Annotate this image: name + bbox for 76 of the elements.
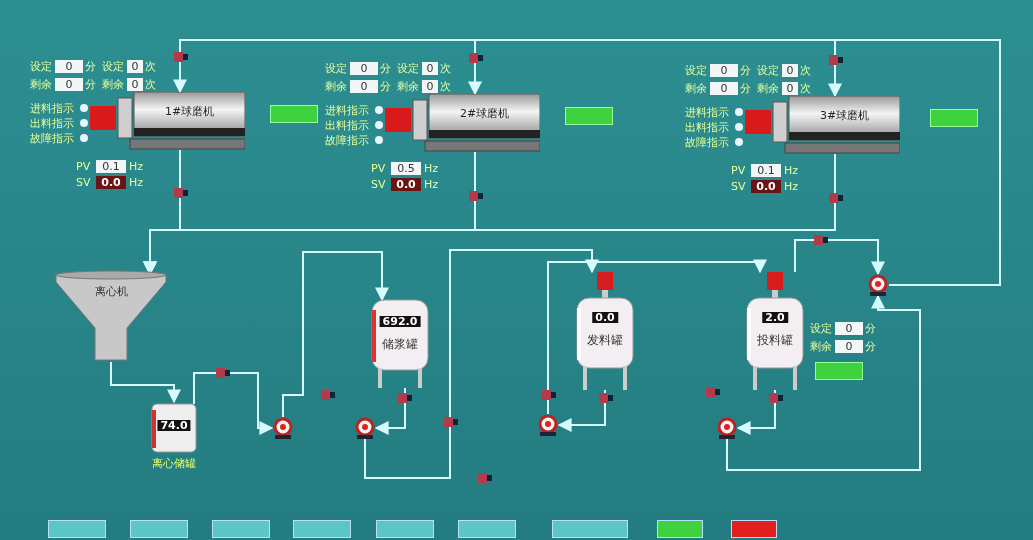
unit-label: 分 (380, 62, 391, 75)
unit-label: Hz (129, 176, 144, 189)
value-field: 0.5 (391, 162, 421, 175)
equipment-label: 储浆罐 (381, 336, 419, 353)
indicator-label: 故障指示 (685, 136, 729, 149)
unit-label: Hz (784, 164, 799, 177)
level-readout: 692.0 (379, 316, 421, 327)
equipment-label: 2#球磨机 (458, 106, 511, 121)
field-label: 设定 (30, 60, 52, 73)
field-label: PV (76, 160, 91, 173)
unit-label: Hz (424, 178, 439, 191)
value-field: 0 (55, 78, 83, 91)
field-label: PV (371, 162, 386, 175)
indicator-label: 出料指示 (30, 117, 74, 130)
unit-label: 次 (145, 60, 156, 73)
unit-label: 分 (865, 340, 876, 353)
indicator-label: 出料指示 (685, 121, 729, 134)
indicator-label: 进料指示 (685, 106, 729, 119)
field-label: 设定 (397, 62, 419, 75)
field-label: 剩余 (325, 80, 347, 93)
unit-label: Hz (424, 162, 439, 175)
field-label: SV (731, 180, 746, 193)
indicator-label: 进料指示 (325, 104, 369, 117)
value-field: 0.1 (751, 164, 781, 177)
value-field: 0 (350, 62, 378, 75)
field-label: 剩余 (102, 78, 124, 91)
unit-label: 分 (740, 82, 751, 95)
unit-label: 分 (380, 80, 391, 93)
unit-label: 分 (85, 60, 96, 73)
field-label: 剩余 (30, 78, 52, 91)
equipment-label: 离心储罐 (151, 456, 197, 471)
field-label: SV (371, 178, 386, 191)
field-label: 设定 (685, 64, 707, 77)
field-label: 设定 (325, 62, 347, 75)
level-readout: 0.0 (592, 312, 618, 323)
indicator-label: 故障指示 (30, 132, 74, 145)
value-field: 0 (710, 82, 738, 95)
indicator-label: 出料指示 (325, 119, 369, 132)
equipment-label: 投料罐 (756, 332, 794, 349)
value-field: 0 (782, 82, 798, 95)
field-label: 设定 (757, 64, 779, 77)
field-label: 剩余 (757, 82, 779, 95)
equipment-label: 发料罐 (586, 332, 624, 349)
value-field: 0 (422, 80, 438, 93)
field-label: 剩余 (685, 82, 707, 95)
value-field: 0 (127, 78, 143, 91)
value-field: 0 (127, 60, 143, 73)
indicator-label: 进料指示 (30, 102, 74, 115)
unit-label: Hz (784, 180, 799, 193)
field-label: 设定 (102, 60, 124, 73)
unit-label: 次 (440, 62, 451, 75)
value-field: 0 (782, 64, 798, 77)
field-label: PV (731, 164, 746, 177)
value-display: 0.0 (751, 180, 781, 193)
value-field: 0.1 (96, 160, 126, 173)
value-field: 0 (350, 80, 378, 93)
field-label: 剩余 (397, 80, 419, 93)
value-field: 0 (835, 340, 863, 353)
unit-label: 分 (865, 322, 876, 335)
value-field: 0 (710, 64, 738, 77)
unit-label: Hz (129, 160, 144, 173)
equipment-label: 离心机 (93, 284, 129, 299)
unit-label: 次 (800, 64, 811, 77)
level-readout: 2.0 (762, 312, 788, 323)
equipment-label: 1#球磨机 (163, 104, 216, 119)
value-field: 0 (422, 62, 438, 75)
value-field: 0 (835, 322, 863, 335)
unit-label: 分 (740, 64, 751, 77)
field-label: SV (76, 176, 91, 189)
unit-label: 分 (85, 78, 96, 91)
value-field: 0 (55, 60, 83, 73)
value-display: 0.0 (391, 178, 421, 191)
indicator-label: 故障指示 (325, 134, 369, 147)
equipment-label: 3#球磨机 (818, 108, 871, 123)
value-display: 0.0 (96, 176, 126, 189)
level-readout: 74.0 (157, 420, 191, 431)
